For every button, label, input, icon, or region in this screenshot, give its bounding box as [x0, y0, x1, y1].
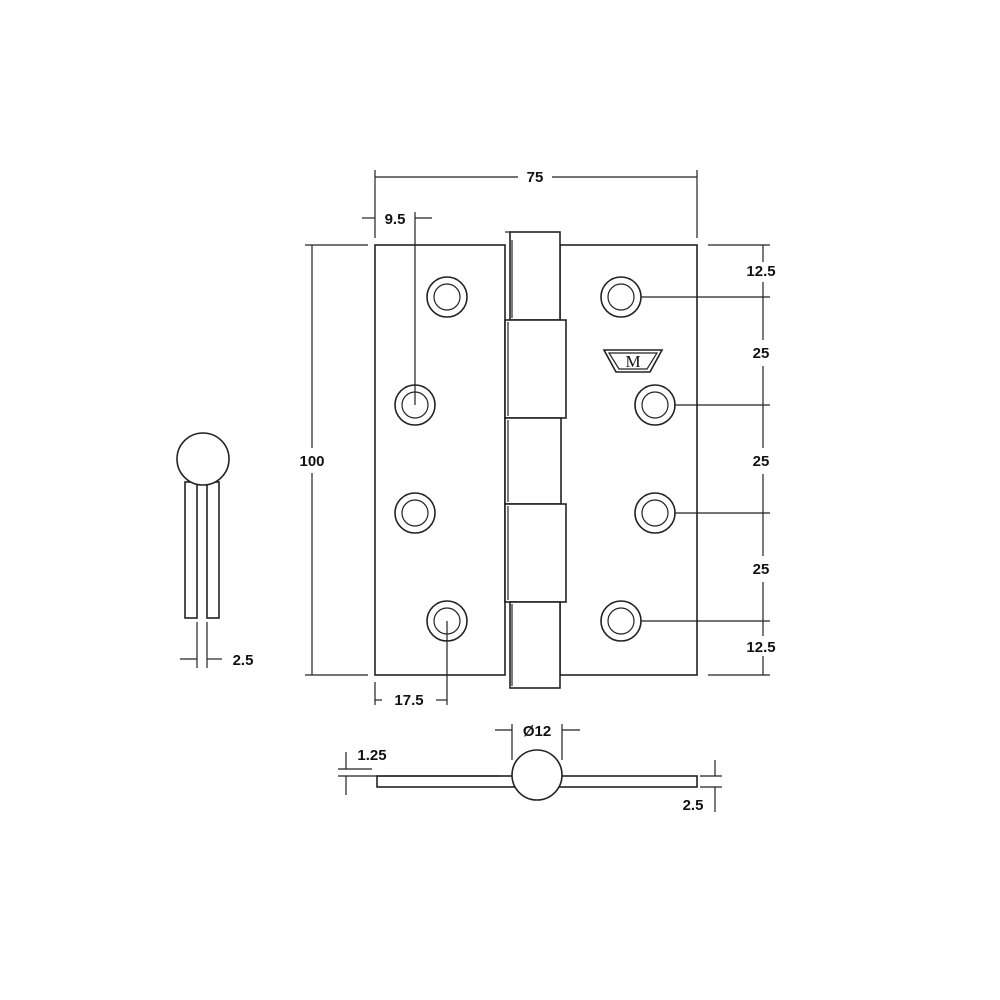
side-leaf-left: [184, 481, 198, 619]
screw-hole-icon: [634, 492, 676, 534]
dim-leaf-thickness: 1.25: [357, 747, 386, 764]
screw-hole-icon: [600, 600, 642, 642]
logo-letter: M: [625, 352, 640, 371]
side-knuckle: [176, 432, 230, 486]
right-leaf-holes: [600, 276, 676, 642]
dim-overall-width: 75: [527, 169, 544, 186]
screw-hole-icon: [394, 492, 436, 534]
dim-pitch-2: 25: [753, 453, 770, 470]
dim-closed-thickness: 2.5: [683, 797, 704, 814]
screw-hole-icon: [634, 384, 676, 426]
end-knuckle: [511, 749, 563, 801]
dim-pitch-bottom-end: 12.5: [746, 639, 775, 656]
dim-overall-height: 100: [299, 453, 324, 470]
dim-knuckle-diameter: Ø12: [523, 723, 551, 740]
manufacturer-logo: M: [602, 349, 664, 373]
hinge-end-view: Ø12 1.25 2.5: [338, 723, 722, 814]
knuckle-2: [504, 319, 567, 419]
dim-edge-hole-bottom: 17.5: [394, 692, 423, 709]
dim-edge-hole-top: 9.5: [385, 211, 406, 228]
dim-pitch-3: 25: [753, 561, 770, 578]
hinge-side-view: 2.5: [176, 432, 254, 669]
knuckle-stack: [504, 231, 567, 689]
dim-pitch-1: 25: [753, 345, 770, 362]
screw-hole-icon: [600, 276, 642, 318]
knuckle-3: [504, 417, 562, 505]
side-leaf-right: [206, 481, 220, 619]
dim-leaf-gap: 2.5: [233, 652, 254, 669]
screw-hole-icon: [426, 276, 468, 318]
knuckle-1: [509, 231, 561, 321]
knuckle-5: [509, 601, 561, 689]
knuckle-4: [504, 503, 567, 603]
dim-pitch-top-end: 12.5: [746, 263, 775, 280]
front-view-dimensions: 75 9.5 100 17.5 12.5 25 25 25: [299, 169, 775, 709]
hinge-front-view: M: [374, 231, 698, 689]
